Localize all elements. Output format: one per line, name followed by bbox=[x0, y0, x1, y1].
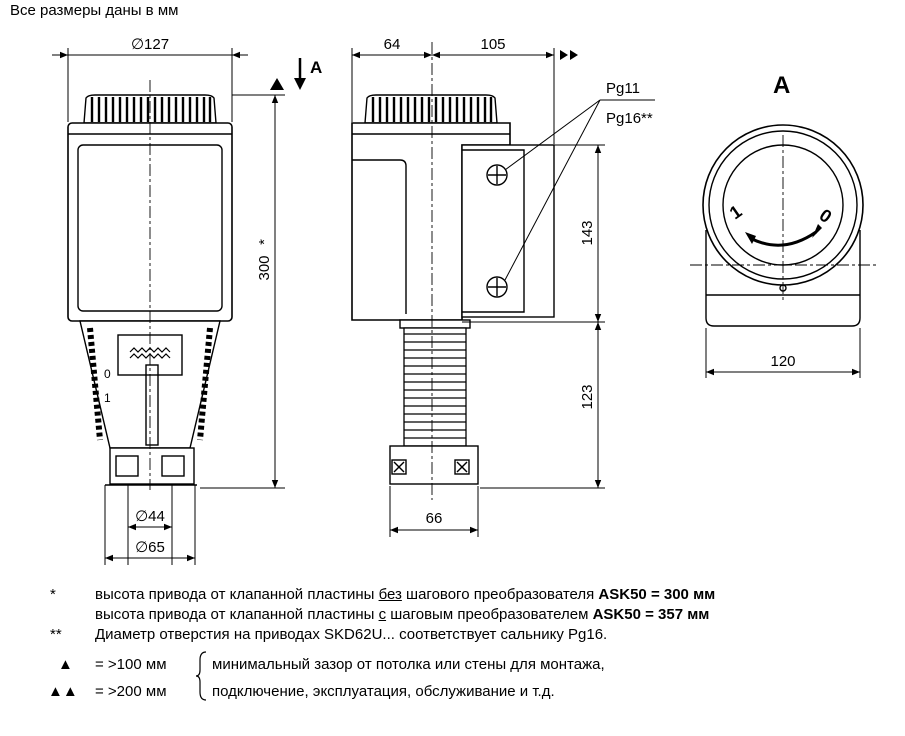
view-a-arrow-label: A bbox=[310, 58, 322, 77]
front-view bbox=[67, 80, 233, 490]
dim-h300-star: * bbox=[256, 239, 273, 245]
dim-h300: 300 bbox=[256, 255, 273, 280]
scale-1-label: 1 bbox=[104, 391, 111, 405]
dim-w105: 105 bbox=[480, 36, 505, 53]
knob-arrow-left-icon bbox=[745, 232, 756, 244]
clearance-text-single: минимальный зазор от потолка или стены д… bbox=[212, 656, 605, 673]
side-view bbox=[351, 42, 555, 500]
footnote-height-without: высота привода от клапанной пластины без… bbox=[95, 586, 716, 603]
footnote-mark-double-star: ** bbox=[50, 626, 62, 643]
dim-d44: ∅44 bbox=[135, 508, 165, 525]
dim-h123: 123 bbox=[579, 384, 596, 409]
footnote-mark-star: * bbox=[50, 586, 56, 603]
view-a-dim-lines bbox=[705, 328, 861, 378]
clearance-value-single: = >100 мм bbox=[95, 656, 167, 673]
label-pg11: Pg11 bbox=[606, 80, 640, 97]
dim-w120: 120 bbox=[770, 353, 795, 370]
front-dim-lines bbox=[52, 48, 285, 565]
clearance-brace-icon bbox=[196, 651, 207, 701]
dim-w64: 64 bbox=[384, 36, 401, 53]
clearance-text-double: подключение, эксплуатация, обслуживание … bbox=[212, 683, 555, 700]
view-a bbox=[690, 124, 876, 327]
clearance-mark-single: ▲ bbox=[58, 656, 73, 673]
dim-d65: ∅65 bbox=[135, 539, 165, 556]
view-a-arrow-icon bbox=[294, 58, 306, 90]
scale-0-label: 0 bbox=[104, 367, 111, 381]
footnote-height-with: высота привода от клапанной пластины с ш… bbox=[95, 606, 710, 623]
dim-h143: 143 bbox=[579, 220, 596, 245]
dim-d127: ∅127 bbox=[131, 36, 169, 53]
clearance-value-double: = >200 мм bbox=[95, 683, 167, 700]
knob-arrow-right-icon bbox=[812, 224, 822, 238]
clearance-double-triangle-icon bbox=[560, 50, 578, 60]
view-a-title: A bbox=[773, 72, 790, 99]
side-dim-lines bbox=[351, 48, 655, 537]
footnote-pg16: Диаметр отверстия на приводах SKD62U... … bbox=[95, 626, 608, 643]
clearance-single-triangle-icon bbox=[270, 78, 284, 90]
dim-w66: 66 bbox=[426, 510, 443, 527]
knob-ribs bbox=[90, 97, 212, 122]
label-pg16: Pg16** bbox=[606, 110, 653, 127]
clearance-mark-double: ▲▲ bbox=[48, 683, 78, 700]
header-note: Все размеры даны в мм bbox=[10, 2, 178, 19]
